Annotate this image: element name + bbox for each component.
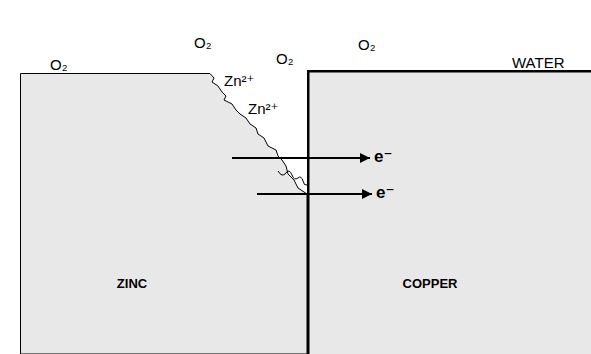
- copper-block: COPPER: [307, 70, 591, 354]
- electron-arrow: [257, 193, 372, 195]
- corrosion-squiggle: [278, 171, 307, 185]
- block-label: ZINC: [117, 276, 147, 291]
- ion-label: Zn²⁺: [224, 72, 254, 90]
- oxygen-label: O₂: [194, 34, 212, 51]
- copper-block-shape: [307, 70, 591, 354]
- block-label: COPPER: [403, 276, 458, 291]
- copper-edge: [307, 70, 310, 354]
- oxygen-label: O₂: [50, 56, 68, 73]
- medium-label: WATER: [512, 54, 565, 71]
- electron-label: e⁻: [374, 146, 392, 167]
- oxygen-label: O₂: [358, 36, 376, 53]
- copper-fill: [307, 70, 591, 354]
- ion-label: Zn²⁺: [248, 100, 278, 118]
- electron-label: e⁻: [376, 182, 394, 203]
- oxygen-label: O₂: [276, 50, 294, 67]
- electron-arrow: [232, 157, 370, 159]
- zinc-outline: [21, 74, 308, 354]
